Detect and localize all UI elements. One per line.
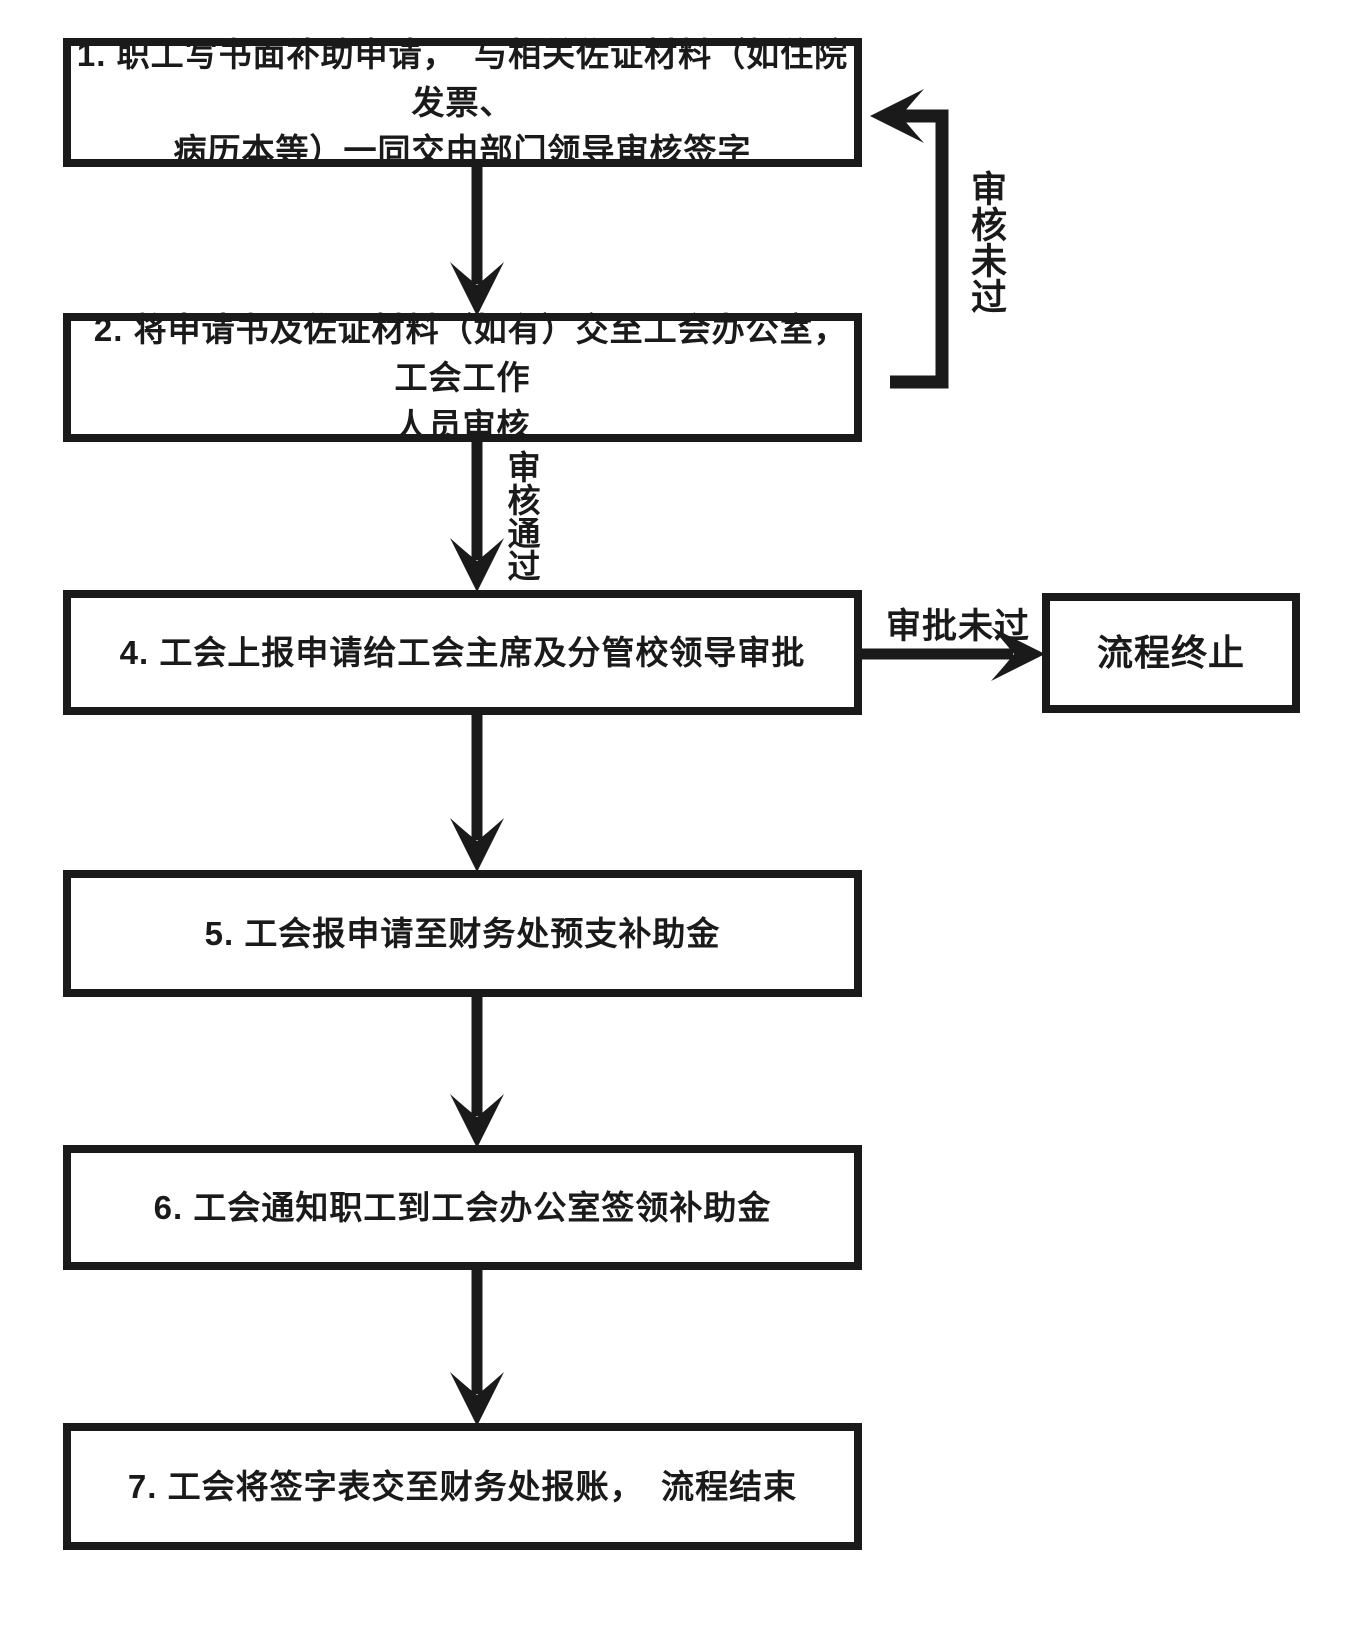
feedback-line-review-failed <box>890 109 949 389</box>
flow-box-step6: 6. 工会通知职工到工会办公室签领补助金 <box>63 1145 862 1270</box>
step1-line2: 病历本等）一同交由部门领导审核签字 <box>173 131 752 169</box>
flow-box-step5: 5. 工会报申请至财务处预支补助金 <box>63 870 862 997</box>
edge-label-review-failed: 审核未过 <box>966 170 1007 314</box>
step2-line2: 人员审核 <box>394 406 531 444</box>
arrowhead-step4-to-step5 <box>450 818 504 872</box>
step5-line1: 5. 工会报申请至财务处预支补助金 <box>204 914 721 952</box>
edge-label-review-passed: 审核通过 <box>503 450 540 582</box>
flow-box-step4: 4. 工会上报申请给工会主席及分管校领导审批 <box>63 590 862 715</box>
step7-line1: 7. 工会将签字表交至财务处报账， 流程结束 <box>127 1467 798 1505</box>
arrowhead-step6-to-step7 <box>450 1372 504 1426</box>
edge-label-approval-failed: 审批未过 <box>886 607 1031 646</box>
arrowhead-review-failed <box>870 89 924 143</box>
arrowhead-step2-to-step4 <box>450 538 504 592</box>
arrowhead-step5-to-step6 <box>450 1094 504 1148</box>
flow-box-step7: 7. 工会将签字表交至财务处报账， 流程结束 <box>63 1423 862 1550</box>
step6-line1: 6. 工会通知职工到工会办公室签领补助金 <box>153 1188 772 1226</box>
terminate-label: 流程终止 <box>1096 632 1245 673</box>
flow-box-step1: 1. 职工写书面补助申请， 与相关佐证材料（如住院发票、 病历本等）一同交由部门… <box>63 36 862 169</box>
step2-line1: 2. 将申请书及佐证材料（如有）交至工会办公室， 工会工作 <box>93 310 866 396</box>
flow-box-step2: 2. 将申请书及佐证材料（如有）交至工会办公室， 工会工作 人员审核 <box>63 311 862 444</box>
flow-box-terminate: 流程终止 <box>1042 593 1300 713</box>
step1-line1: 1. 职工写书面补助申请， 与相关佐证材料（如住院发票、 <box>76 35 849 121</box>
step4-line1: 4. 工会上报申请给工会主席及分管校领导审批 <box>119 633 806 671</box>
